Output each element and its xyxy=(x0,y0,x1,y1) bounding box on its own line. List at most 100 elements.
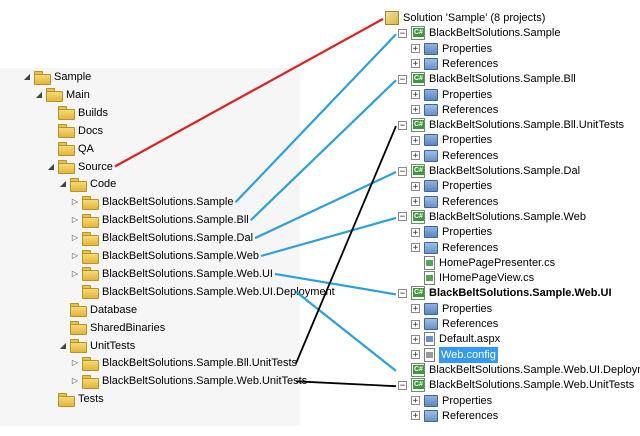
solution-node-references[interactable]: +References xyxy=(411,56,498,72)
folder-item-blackbeltsolutions-sample-web-unittests[interactable]: ▷BlackBeltSolutions.Sample.Web.UnitTests xyxy=(70,372,307,390)
expanded-arrow-icon[interactable]: ◢ xyxy=(47,161,55,171)
folder-item-sample[interactable]: ◢Sample xyxy=(22,68,91,86)
folder-label: Source xyxy=(78,160,113,173)
folder-item-main[interactable]: ◢Main xyxy=(34,86,90,104)
solution-node-blackbeltsolutions-sample-dal[interactable]: −BlackBeltSolutions.Sample.Dal xyxy=(398,163,580,179)
collapsed-arrow-icon[interactable]: ▷ xyxy=(71,215,79,225)
folder-item-blackbeltsolutions-sample-bll-unittests[interactable]: ▷BlackBeltSolutions.Sample.Bll.UnitTests xyxy=(70,354,297,372)
expand-plus-icon[interactable]: + xyxy=(411,319,420,330)
collapse-minus-icon[interactable]: − xyxy=(398,28,407,39)
references-icon xyxy=(424,318,438,330)
solution-node-blackbeltsolutions-sample-bll[interactable]: −BlackBeltSolutions.Sample.Bll xyxy=(398,71,576,87)
node-label: References xyxy=(442,409,499,422)
expand-plus-icon[interactable]: + xyxy=(411,411,420,422)
node-label: References xyxy=(442,318,499,330)
solution-node-blackbeltsolutions-sample-bll-unittests[interactable]: −BlackBeltSolutions.Sample.Bll.UnitTests xyxy=(398,117,624,133)
solution-node-references[interactable]: +References xyxy=(411,102,498,118)
folder-item-builds[interactable]: Builds xyxy=(46,104,108,122)
folder-label: BlackBeltSolutions.Sample.Dal xyxy=(102,232,254,245)
expand-plus-icon[interactable]: + xyxy=(411,135,420,146)
solution-node-properties[interactable]: +Properties xyxy=(411,41,492,57)
folder-item-blackbeltsolutions-sample-dal[interactable]: ▷ BlackBeltSolutions.Sample.Dal xyxy=(70,229,253,247)
folder-item-sharedbinaries[interactable]: SharedBinaries xyxy=(58,319,165,337)
expand-plus-icon[interactable]: + xyxy=(411,197,420,208)
expand-plus-icon[interactable]: + xyxy=(411,181,420,192)
expand-plus-icon[interactable]: + xyxy=(411,396,420,406)
collapsed-arrow-icon[interactable]: ▷ xyxy=(71,197,79,207)
solution-node-references[interactable]: +References xyxy=(411,148,498,164)
folder-item-qa[interactable]: QA xyxy=(46,140,94,158)
solution-node-references[interactable]: + References xyxy=(411,408,498,424)
expanded-arrow-icon[interactable]: ◢ xyxy=(23,72,31,81)
solution-node-homepagepresenter-cs[interactable]: HomePagePresenter.cs xyxy=(411,255,555,271)
collapsed-arrow-icon[interactable]: ▷ xyxy=(71,251,79,260)
expanded-arrow-icon[interactable]: ◢ xyxy=(59,340,67,350)
expand-plus-icon[interactable]: + xyxy=(411,227,420,238)
solution-node-properties[interactable]: +Properties xyxy=(411,87,492,103)
folder-item-blackbeltsolutions-sample[interactable]: ▷BlackBeltSolutions.Sample xyxy=(70,193,233,211)
collapse-minus-icon[interactable]: − xyxy=(398,212,407,223)
solution-node-blackbeltsolutions-sample-web-unittests[interactable]: −BlackBeltSolutions.Sample.Web.UnitTests xyxy=(398,377,634,393)
expanded-arrow-icon[interactable]: ◢ xyxy=(35,89,43,99)
folder-icon xyxy=(70,177,87,192)
folder-icon xyxy=(58,142,75,157)
solution-node-solution-sample-8-projects[interactable]: Solution 'Sample' (8 projects) xyxy=(385,10,545,26)
csharp-file-icon xyxy=(424,255,435,270)
solution-node-blackbeltsolutions-sample[interactable]: −BlackBeltSolutions.Sample xyxy=(398,25,560,41)
solution-node-web-config[interactable]: +Web.config xyxy=(411,346,498,363)
collapsed-arrow-icon[interactable]: ▷ xyxy=(71,233,79,243)
csharp-project-icon xyxy=(411,26,425,41)
expand-plus-icon[interactable]: + xyxy=(411,243,420,253)
expand-plus-icon[interactable]: + xyxy=(411,151,420,162)
solution-node-default-aspx[interactable]: +Default.aspx xyxy=(411,331,500,347)
solution-node-blackbeltsolutions-sample-web-ui[interactable]: −BlackBeltSolutions.Sample.Web.UI xyxy=(398,285,612,301)
expand-plus-icon[interactable]: + xyxy=(411,105,420,116)
folder-label: Tests xyxy=(78,393,104,406)
folder-label: Builds xyxy=(78,106,108,119)
collapse-minus-icon[interactable]: − xyxy=(398,166,407,177)
collapse-minus-icon[interactable]: − xyxy=(398,380,407,391)
solution-node-blackbeltsolutions-sample-web[interactable]: −BlackBeltSolutions.Sample.Web xyxy=(398,209,586,225)
folder-item-blackbeltsolutions-sample-web-ui-deployment[interactable]: BlackBeltSolutions.Sample.Web.UI.Deploym… xyxy=(70,283,335,301)
solution-node-properties[interactable]: +Properties xyxy=(411,301,492,317)
expand-plus-icon[interactable]: + xyxy=(411,350,420,361)
references-icon xyxy=(424,409,438,422)
collapsed-arrow-icon[interactable]: ▷ xyxy=(71,376,79,386)
csharp-project-icon xyxy=(411,362,425,377)
expand-plus-icon[interactable]: + xyxy=(411,90,420,100)
solution-node-properties[interactable]: +Properties xyxy=(411,178,492,194)
solution-node-ihomepageview-cs[interactable]: IHomePageView.cs xyxy=(411,270,534,286)
config-file-icon xyxy=(424,347,435,362)
solution-node-properties[interactable]: +Properties xyxy=(411,224,492,240)
collapsed-arrow-icon[interactable]: ▷ xyxy=(71,268,79,278)
csharp-project-icon xyxy=(411,209,425,224)
solution-node-properties[interactable]: +Properties xyxy=(411,393,492,409)
solution-node-references[interactable]: +References xyxy=(411,240,498,256)
expand-plus-icon[interactable]: + xyxy=(411,44,420,55)
collapse-minus-icon[interactable]: − xyxy=(398,120,407,131)
expand-plus-icon[interactable]: + xyxy=(411,59,420,70)
folder-item-blackbeltsolutions-sample-web[interactable]: ▷BlackBeltSolutions.Sample.Web xyxy=(70,247,259,265)
folder-item-code[interactable]: ◢Code xyxy=(58,175,116,193)
expanded-arrow-icon[interactable]: ◢ xyxy=(59,179,67,189)
expand-plus-icon[interactable]: + xyxy=(411,304,420,315)
solution-node-references[interactable]: + References xyxy=(411,316,498,332)
solution-node-blackbeltsolutions-sample-web-ui-deployment[interactable]: BlackBeltSolutions.Sample.Web.UI.Deploym… xyxy=(398,362,640,378)
solution-node-references[interactable]: +References xyxy=(411,194,498,210)
node-label: Properties xyxy=(442,134,493,147)
collapse-minus-icon[interactable]: − xyxy=(398,288,407,299)
folder-icon xyxy=(70,321,87,336)
folder-item-blackbeltsolutions-sample-bll[interactable]: ▷BlackBeltSolutions.Sample.Bll xyxy=(70,211,249,229)
solution-node-properties[interactable]: + Properties xyxy=(411,132,492,148)
collapsed-arrow-icon[interactable]: ▷ xyxy=(71,358,79,368)
folder-item-tests[interactable]: Tests xyxy=(46,390,104,408)
folder-item-blackbeltsolutions-sample-web-ui[interactable]: ▷BlackBeltSolutions.Sample.Web.UI xyxy=(70,265,273,283)
arrow-spacer xyxy=(58,319,68,337)
folder-item-unittests[interactable]: ◢UnitTests xyxy=(58,337,135,355)
folder-item-source[interactable]: ◢ Source xyxy=(46,158,113,176)
folder-label: QA xyxy=(78,142,94,155)
folder-item-docs[interactable]: Docs xyxy=(46,122,103,140)
folder-item-database[interactable]: Database xyxy=(58,301,137,319)
expand-plus-icon[interactable]: + xyxy=(411,334,420,345)
collapse-minus-icon[interactable]: − xyxy=(398,74,407,85)
